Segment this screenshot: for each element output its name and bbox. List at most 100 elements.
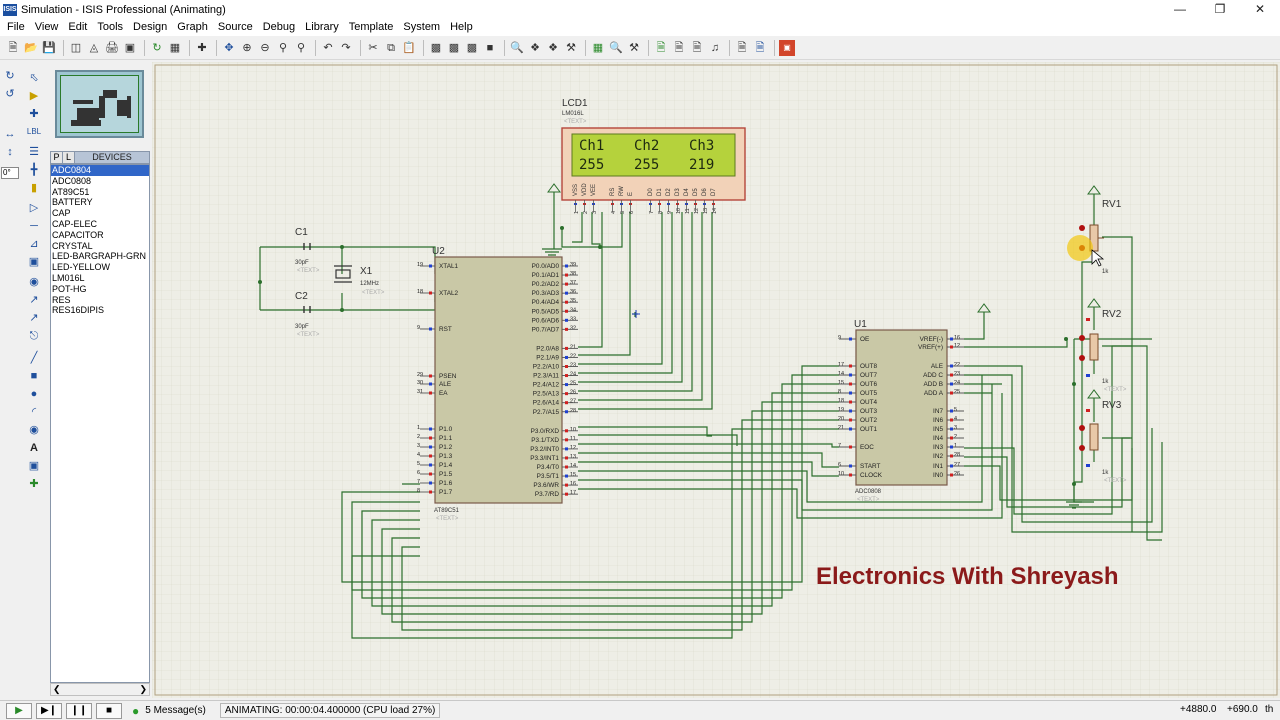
bill-of-materials-icon[interactable]: ♫ (710, 41, 720, 54)
schematic-canvas[interactable]: C1 30pF <TEXT> C2 30pF <TEXT> X1 12MHz <… (152, 62, 1280, 698)
device-item[interactable]: LED-BARGRAPH-GRN (52, 251, 147, 262)
circle-tool-icon[interactable]: ● (30, 388, 38, 400)
graph-icon[interactable]: ⊿ (29, 238, 39, 250)
tape-recorder-icon[interactable]: ▣ (28, 256, 40, 268)
menu-design[interactable]: Design (133, 21, 168, 33)
menu-file[interactable]: File (7, 21, 25, 33)
wire-autorouter-icon[interactable]: ▦ (592, 41, 604, 54)
device-item[interactable]: RES16DIPIS (52, 305, 105, 316)
menu-template[interactable]: Template (348, 21, 394, 33)
device-list[interactable]: ADC0804 ADC0808 AT89C51 BATTERY CAP CAP-… (50, 164, 150, 683)
stop-button[interactable]: ■ (96, 702, 122, 719)
current-probe-icon[interactable]: ↗ (29, 312, 39, 324)
device-item[interactable]: CAP-ELEC (52, 218, 98, 229)
device-item[interactable]: LED-YELLOW (52, 262, 111, 273)
capacitor-c1[interactable] (303, 243, 311, 250)
open-folder-icon[interactable]: 📂 (24, 41, 38, 54)
scroll-left-icon[interactable]: ❮ (53, 684, 61, 694)
step-button[interactable]: ▶❙ (36, 702, 62, 719)
capacitor-c2[interactable] (303, 306, 311, 313)
undo-icon[interactable]: ↶ (323, 41, 333, 54)
refresh-icon[interactable]: ↻ (152, 41, 162, 54)
pick-device-icon[interactable]: 🔍 (510, 41, 524, 54)
device-list-horizontal-scrollbar[interactable]: ❮ ❯ (50, 683, 150, 696)
rotation-angle-field[interactable]: 0° (1, 167, 19, 179)
zoom-out-icon[interactable]: ⊖ (260, 41, 270, 54)
terminals-icon[interactable]: ▷ (29, 202, 39, 214)
mirror-y-icon[interactable]: ↕ (7, 146, 13, 158)
close-button[interactable]: ✕ (1254, 2, 1266, 16)
selection-mode-icon[interactable]: ⬁ (29, 72, 39, 84)
marker-tool-icon[interactable]: ✚ (29, 478, 39, 490)
decompose-icon[interactable]: ⚒ (566, 41, 576, 54)
device-item[interactable]: ADC0808 (52, 175, 92, 186)
menu-system[interactable]: System (403, 21, 441, 33)
device-item[interactable]: CAPACITOR (52, 229, 104, 240)
device-item[interactable]: CAP (52, 208, 71, 219)
copy-icon[interactable]: ⧉ (387, 41, 395, 54)
arc-tool-icon[interactable]: ◜ (31, 406, 37, 418)
voltage-probe-icon[interactable]: ↗ (29, 294, 39, 306)
component-mode-icon[interactable]: ▶ (29, 90, 39, 102)
block-rotate-icon[interactable]: ▩ (466, 41, 478, 54)
text-script-icon[interactable]: ☰ (29, 146, 39, 158)
potentiometer-rv3[interactable] (1079, 409, 1099, 467)
device-item[interactable]: RES (52, 294, 71, 305)
maximize-button[interactable]: ❐ (1214, 2, 1226, 16)
menu-tools[interactable]: Tools (97, 21, 124, 33)
device-pins-icon[interactable]: ─ (30, 220, 38, 232)
menu-graph[interactable]: Graph (177, 21, 208, 33)
menu-help[interactable]: Help (450, 21, 473, 33)
block-move-icon[interactable]: ▩ (448, 41, 460, 54)
origin-icon[interactable]: ✚ (197, 41, 207, 54)
path-tool-icon[interactable]: ◉ (29, 424, 39, 436)
junction-dot-icon[interactable]: ✚ (29, 108, 39, 120)
overview-viewport[interactable] (60, 75, 139, 133)
zoom-in-icon[interactable]: ⊕ (242, 41, 252, 54)
zoom-area-icon[interactable]: ⚲ (296, 41, 306, 54)
menu-library[interactable]: Library (305, 21, 339, 33)
potentiometer-rv2[interactable] (1079, 318, 1099, 377)
zoom-all-icon[interactable]: ⚲ (278, 41, 288, 54)
netlist-icon[interactable]: 🗎 (755, 41, 765, 54)
mirror-x-icon[interactable]: ↔ (4, 128, 16, 140)
device-item[interactable]: LM016L (52, 272, 85, 283)
pan-icon[interactable]: ✥ (224, 41, 234, 54)
message-count[interactable]: 5 Message(s) (145, 705, 206, 716)
rotate-ccw-icon[interactable]: ↺ (5, 88, 15, 100)
device-item[interactable]: POT-HG (52, 283, 87, 294)
packaging-tool-icon[interactable]: ❖ (548, 41, 558, 54)
erc-report-icon[interactable]: 🗎 (737, 41, 747, 54)
cut-icon[interactable]: ✂ (368, 41, 378, 54)
rotate-cw-icon[interactable]: ↻ (5, 70, 15, 82)
subcircuit-icon[interactable]: ▮ (30, 182, 38, 194)
pick-from-library-tab[interactable]: P (51, 152, 63, 163)
device-item[interactable]: CRYSTAL (52, 240, 93, 251)
new-sheet-icon[interactable]: 🗎 (656, 41, 666, 54)
device-item[interactable]: AT89C51 (52, 186, 90, 197)
search-tag-icon[interactable]: 🔍 (609, 41, 623, 54)
crystal-x1[interactable] (334, 265, 352, 283)
print-icon[interactable]: 🖨 (105, 41, 119, 54)
scroll-right-icon[interactable]: ❯ (139, 684, 147, 694)
import-icon[interactable]: ◫ (70, 41, 82, 54)
export-icon[interactable]: ◬ (89, 41, 99, 54)
remove-sheet-icon[interactable]: 🗎 (674, 41, 684, 54)
save-icon[interactable]: 💾 (42, 41, 56, 54)
virtual-instruments-icon[interactable]: ⎋ (29, 330, 39, 342)
device-item[interactable]: ADC0804 (51, 165, 149, 176)
device-item[interactable]: BATTERY (52, 197, 93, 208)
menu-debug[interactable]: Debug (262, 21, 296, 33)
new-file-icon[interactable]: 🗎 (8, 41, 18, 54)
wire-label-icon[interactable]: LBL (26, 127, 42, 136)
adc-adc0808[interactable] (855, 329, 948, 486)
minimize-button[interactable]: — (1174, 2, 1186, 16)
grid-icon[interactable]: ▦ (169, 41, 181, 54)
lcd-display[interactable] (561, 127, 746, 201)
property-tool-icon[interactable]: ⚒ (629, 41, 639, 54)
block-delete-icon[interactable]: ■ (486, 41, 494, 54)
buses-icon[interactable]: ╋ (30, 164, 38, 176)
menu-source[interactable]: Source (217, 21, 253, 33)
menu-view[interactable]: View (34, 21, 59, 33)
exit-parent-icon[interactable]: 🗎 (692, 41, 702, 54)
